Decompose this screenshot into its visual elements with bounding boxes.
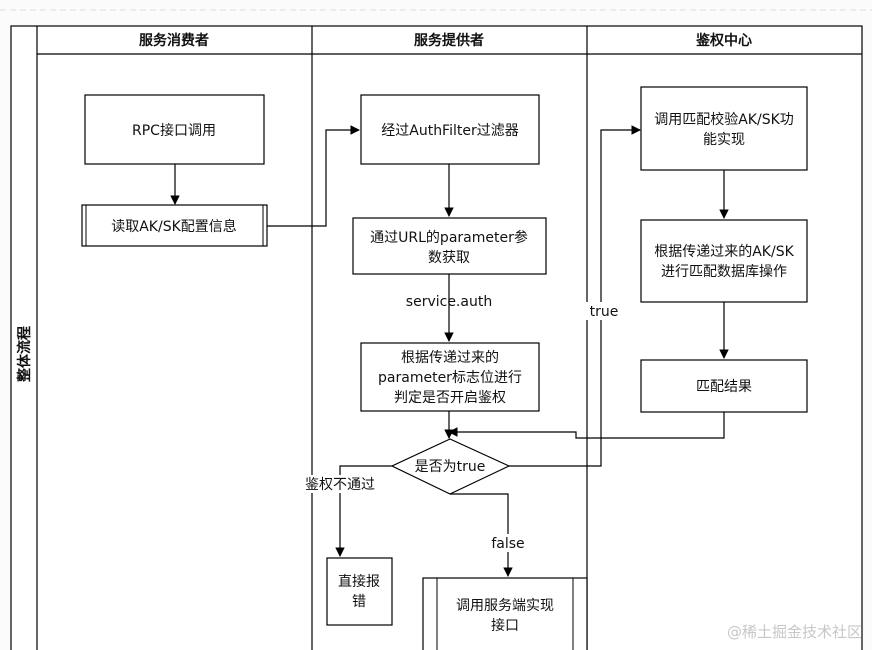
node-label: 调用匹配校验AK/SK功: [654, 111, 794, 128]
lane-header-auth-center: 鉴权中心: [695, 32, 752, 49]
edge-decision-true: [509, 125, 641, 467]
node-call-impl: 调用服务端实现 接口: [422, 577, 588, 650]
edge-label-true-bg: [586, 302, 622, 320]
node-auth-filter: 经过AuthFilter过滤器: [360, 94, 540, 165]
edge-label-auth-fail: 鉴权不通过: [305, 477, 375, 493]
watermark: @稀土掘金技术社区: [726, 623, 862, 641]
node-label: RPC接口调用: [132, 122, 216, 139]
node-label: 读取AK/SK配置信息: [111, 218, 237, 235]
edge-result-to-decision: [448, 412, 725, 439]
node-url-param: 通过URL的parameter参 数获取: [352, 217, 547, 275]
node-label: 根据传递过来的: [401, 350, 499, 366]
edge-read-to-filter: [267, 125, 360, 227]
node-label: 接口: [491, 617, 519, 634]
edge-label-true: true: [590, 304, 619, 320]
node-label: 进行匹配数据库操作: [661, 264, 787, 280]
edge-label-service-auth: service.auth: [406, 294, 492, 310]
node-label: 直接报: [338, 573, 380, 590]
edge-label-false-bg: [486, 534, 530, 552]
node-read-aksk: 读取AK/SK配置信息: [81, 204, 268, 247]
node-label: 错: [352, 594, 366, 610]
node-label: 调用服务端实现: [456, 598, 554, 614]
lane-header-consumer: 服务消费者: [139, 32, 209, 49]
node-match-result: 匹配结果: [640, 359, 808, 413]
node-db-match: 根据传递过来的AK/SK 进行匹配数据库操作: [640, 219, 808, 303]
node-is-true-decision: 是否为true: [390, 438, 511, 495]
node-label: 根据传递过来的AK/SK: [654, 244, 794, 260]
pool-title: 整体流程: [16, 326, 33, 383]
node-label: 匹配结果: [696, 379, 752, 395]
node-label: parameter标志位进行: [378, 370, 522, 386]
edge-label-false: false: [491, 536, 524, 552]
node-judge-flag: 根据传递过来的 parameter标志位进行 判定是否开启鉴权: [360, 342, 540, 412]
node-label: 判定是否开启鉴权: [394, 390, 506, 406]
edge-label-fail-bg: [300, 475, 382, 493]
edge-decision-fail: [335, 465, 392, 557]
node-match-aksk: 调用匹配校验AK/SK功 能实现: [640, 86, 808, 171]
node-label: 经过AuthFilter过滤器: [381, 123, 518, 139]
connectors: [170, 125, 729, 577]
node-direct-error: 直接报 错: [326, 557, 393, 626]
node-label: 能实现: [703, 132, 745, 148]
lane-header-provider: 服务提供者: [414, 32, 484, 49]
node-rpc-call: RPC接口调用: [84, 94, 265, 165]
node-label: 数获取: [428, 250, 470, 266]
node-label: 通过URL的parameter参: [370, 229, 528, 246]
node-label: 是否为true: [415, 459, 486, 475]
